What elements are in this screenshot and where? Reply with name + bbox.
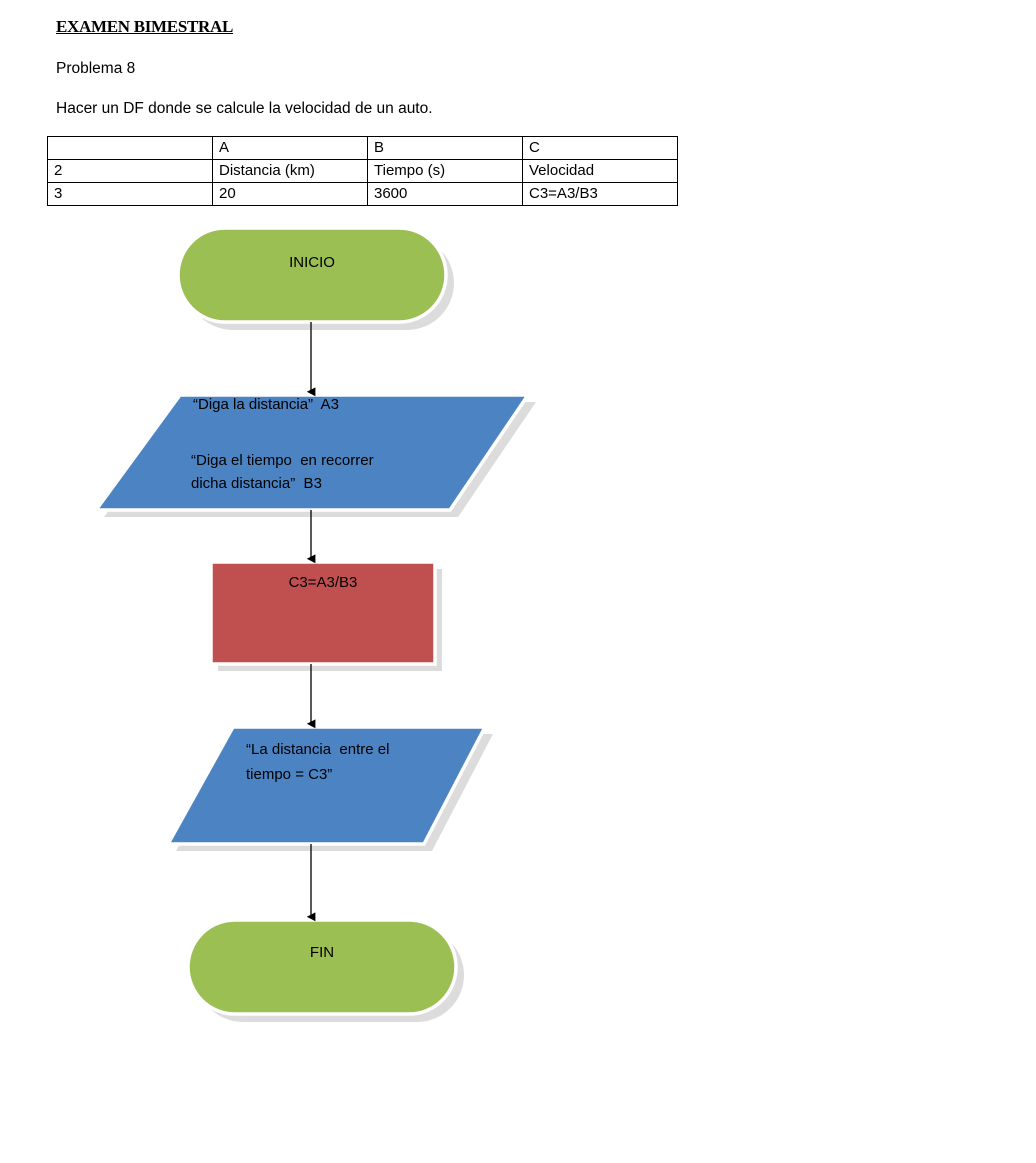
process-shape[interactable]	[209, 560, 437, 666]
shape-shadows	[104, 236, 536, 1022]
table-row: 3 20 3600 C3=A3/B3	[47, 182, 678, 206]
start-label: INICIO	[289, 254, 335, 271]
flow-node-output[interactable]	[165, 725, 488, 846]
problem-label: Problema 8	[56, 60, 136, 77]
end-shape[interactable]	[186, 918, 458, 1016]
table-header-cell-a: A	[212, 136, 368, 160]
input-label-line2: “Diga el tiempo en recorrer	[191, 452, 374, 469]
table-row: 2 Distancia (km) Tiempo (s) Velocidad	[47, 159, 678, 183]
output-label-line2: tiempo = C3”	[246, 766, 333, 783]
input-label-line1: “Diga la distancia” A3	[193, 396, 339, 413]
input-label-line3: dicha distancia” B3	[191, 475, 322, 492]
table-header-cell-b: B	[367, 136, 523, 160]
problem-statement: Hacer un DF donde se calcule la velocida…	[56, 100, 433, 117]
input-shape[interactable]	[92, 393, 532, 512]
process-label: C3=A3/B3	[288, 574, 358, 591]
flow-node-start[interactable]	[176, 226, 448, 324]
table-cell-row3-c: C3=A3/B3	[522, 182, 678, 206]
table-cell-row2-c: Velocidad	[522, 159, 678, 183]
output-shape[interactable]	[165, 725, 488, 846]
flow-node-end[interactable]	[186, 918, 458, 1016]
table-header-cell-index	[47, 136, 213, 160]
table-header-cell-c: C	[522, 136, 678, 160]
table-cell-row3-a: 20	[212, 182, 368, 206]
page-title: EXAMEN BIMESTRAL	[56, 17, 234, 36]
table-cell-row3-b: 3600	[367, 182, 523, 206]
flow-node-process[interactable]	[209, 560, 437, 666]
flow-node-input[interactable]	[92, 393, 532, 512]
table-cell-row3-index: 3	[47, 182, 213, 206]
output-label-line1: “La distancia entre el	[246, 741, 390, 758]
start-shape[interactable]	[176, 226, 448, 324]
spreadsheet-table: A B C 2 Distancia (km) Tiempo (s) Veloci…	[47, 136, 678, 206]
table-cell-row2-b: Tiempo (s)	[367, 159, 523, 183]
table-cell-row2-a: Distancia (km)	[212, 159, 368, 183]
table-header-row: A B C	[47, 136, 678, 160]
end-label: FIN	[309, 944, 335, 961]
table-cell-row2-index: 2	[47, 159, 213, 183]
